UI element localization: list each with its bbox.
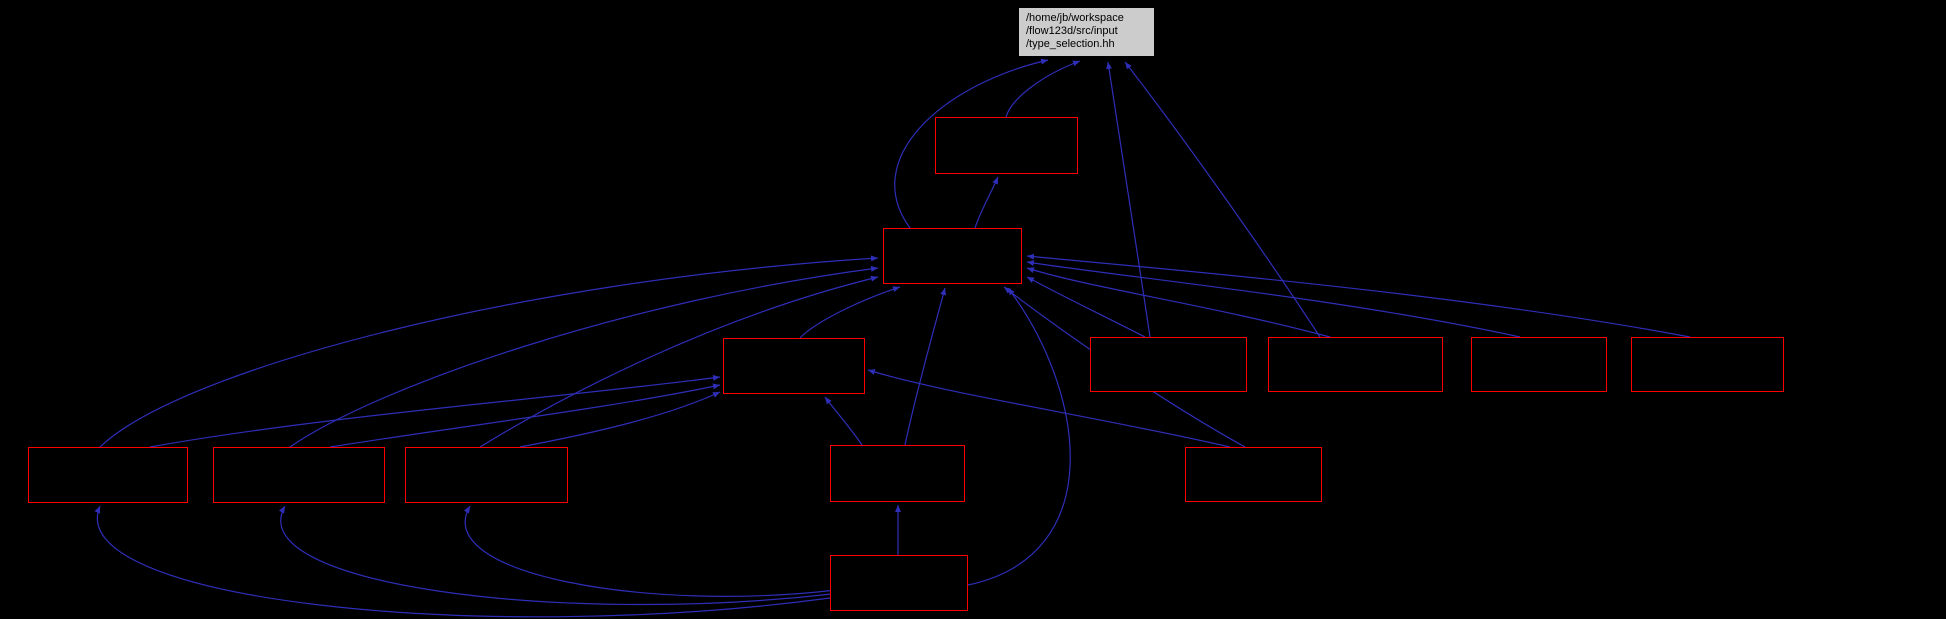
graph-node-D[interactable] bbox=[1090, 337, 1247, 392]
edge-M-to-J bbox=[463, 505, 837, 597]
graph-node-K[interactable] bbox=[830, 445, 965, 502]
edge-D-to-title bbox=[1106, 61, 1151, 338]
edge-E-to-B bbox=[1026, 267, 1331, 338]
edge-J-to-B bbox=[479, 275, 879, 448]
edge-D-to-B bbox=[1026, 276, 1146, 338]
graph-node-E[interactable] bbox=[1268, 337, 1443, 392]
edge-B-to-title bbox=[894, 58, 1049, 229]
graph-node-M[interactable] bbox=[830, 555, 968, 611]
graph-node-H[interactable] bbox=[28, 447, 188, 503]
root-path-line-3: /type_selection.hh bbox=[1026, 38, 1115, 50]
graph-node-C[interactable] bbox=[723, 338, 865, 394]
edge-L-to-C bbox=[867, 369, 1231, 448]
graph-node-B[interactable] bbox=[883, 228, 1022, 284]
graph-node-L[interactable] bbox=[1185, 447, 1322, 502]
edge-K-to-C bbox=[824, 396, 863, 446]
edge-K-to-B bbox=[904, 287, 947, 446]
edge-G-to-B bbox=[1026, 253, 1691, 338]
graph-node-I[interactable] bbox=[213, 447, 385, 503]
graph-node-A[interactable] bbox=[935, 117, 1078, 174]
edge-B-to-A bbox=[974, 176, 999, 229]
edge-A-to-title bbox=[1005, 60, 1081, 118]
edge-H-to-C bbox=[149, 374, 721, 448]
graph-node-F[interactable] bbox=[1471, 337, 1607, 392]
edge-H-to-B bbox=[99, 255, 879, 448]
edge-M-to-B bbox=[967, 287, 1071, 586]
root-path-line-2: /flow123d/src/input bbox=[1026, 25, 1118, 37]
graph-node-G[interactable] bbox=[1631, 337, 1784, 392]
edge-I-to-C bbox=[329, 383, 721, 448]
graph-root-node: /home/jb/workspace /flow123d/src/input /… bbox=[1018, 7, 1155, 57]
edge-C-to-B bbox=[799, 286, 901, 339]
edge-M-to-H bbox=[94, 505, 831, 618]
edge-M-to-I bbox=[278, 505, 833, 606]
edge-J-to-C bbox=[519, 391, 721, 448]
edge-E-to-title bbox=[1124, 61, 1321, 338]
root-path-line-1: /home/jb/workspace bbox=[1026, 12, 1124, 24]
graph-node-J[interactable] bbox=[405, 447, 568, 503]
edge-F-to-B bbox=[1026, 260, 1521, 338]
